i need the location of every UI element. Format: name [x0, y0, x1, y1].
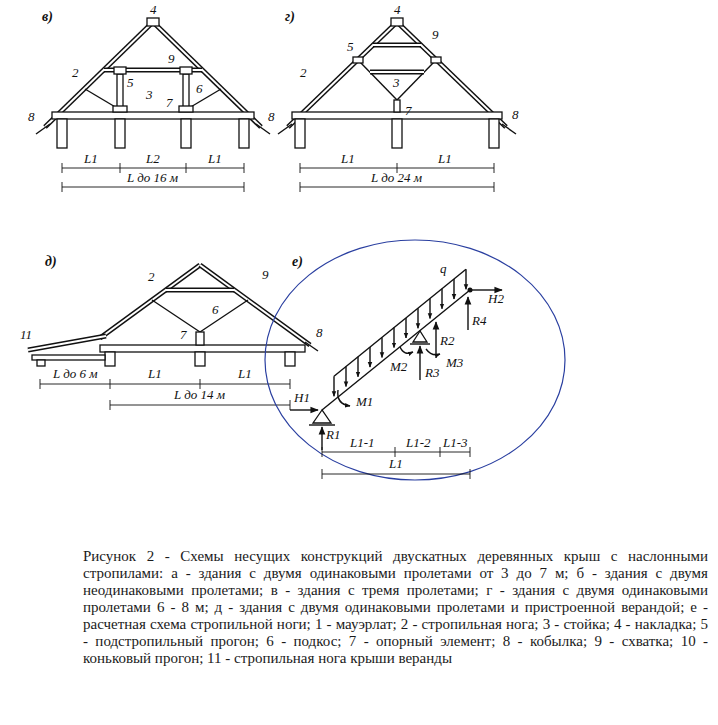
- callout-number: 5: [347, 40, 354, 53]
- force-label: R1: [326, 428, 340, 441]
- callout-number: 7: [166, 96, 173, 109]
- dimension-label: L1-1: [350, 436, 375, 449]
- moment-label: M2: [390, 360, 407, 373]
- scheme-e: [265, 240, 565, 480]
- callout-number: 7: [180, 328, 187, 341]
- dimension-label: L1: [208, 152, 222, 165]
- view-letter: в): [42, 10, 53, 24]
- force-label: R2: [440, 334, 454, 347]
- callout-number: 2: [72, 66, 79, 79]
- dimension-label: L до 24 м: [371, 171, 422, 184]
- force-label: H1: [294, 391, 310, 404]
- view-letter: е): [292, 255, 303, 269]
- callout-number: 6: [196, 82, 203, 95]
- view-letter: д): [45, 255, 57, 269]
- scheme-v: [36, 18, 270, 192]
- callout-number: 8: [268, 110, 275, 123]
- callout-number: 11: [20, 328, 32, 341]
- view-letter: г): [285, 10, 295, 24]
- dimension-label: L1: [84, 152, 98, 165]
- dimension-label: L1-2: [406, 436, 431, 449]
- callout-number: 8: [316, 326, 323, 339]
- moment-label: M1: [356, 395, 373, 408]
- dimension-label: L1: [341, 152, 355, 165]
- load-label: q: [440, 262, 447, 275]
- callout-number: 9: [262, 268, 269, 281]
- dimension-label: L1: [438, 152, 452, 165]
- force-label: H2: [488, 292, 504, 305]
- callout-number: 9: [432, 28, 439, 41]
- dimension-label: L2: [146, 152, 160, 165]
- callout-number: 2: [300, 66, 307, 79]
- callout-number: 6: [212, 303, 219, 316]
- dimension-label: L до 14 м: [174, 388, 225, 401]
- callout-number: 4: [150, 3, 157, 16]
- callout-number: 4: [394, 3, 401, 16]
- callout-number: 2: [148, 270, 155, 283]
- force-label: R4: [472, 314, 486, 327]
- scheme-g: [278, 18, 516, 192]
- dimension-label: L1: [238, 367, 252, 380]
- callout-number: 9: [168, 52, 175, 65]
- force-label: R3: [425, 366, 439, 379]
- dimension-label: L1-3: [443, 436, 468, 449]
- dimension-label: L до 6 м: [53, 367, 98, 380]
- dimension-label: L1: [148, 367, 162, 380]
- scheme-d: [28, 265, 318, 410]
- figure-caption: Рисунок 2 - Схемы несущих конструкций дв…: [83, 548, 708, 667]
- callout-number: 8: [28, 110, 35, 123]
- callout-number: 3: [393, 76, 400, 89]
- callout-number: 5: [127, 76, 134, 89]
- dimension-label: L1: [389, 457, 403, 470]
- callout-number: 3: [146, 88, 153, 101]
- callout-number: 7: [405, 104, 412, 117]
- callout-number: 8: [512, 108, 519, 121]
- dimension-label: L до 16 м: [127, 171, 178, 184]
- moment-label: M3: [446, 356, 463, 369]
